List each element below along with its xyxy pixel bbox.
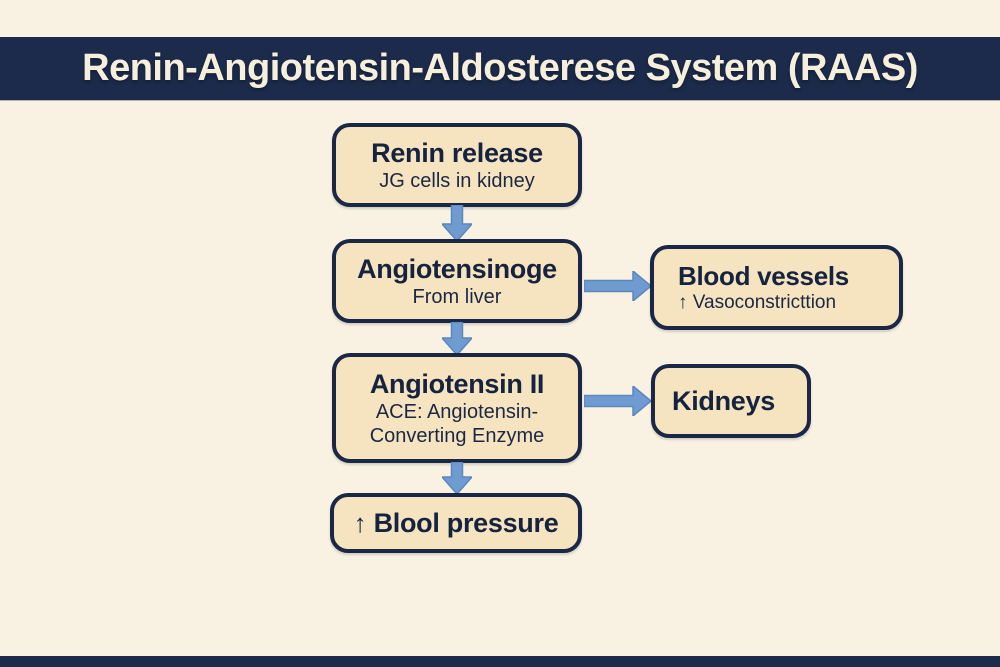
footer-bar bbox=[0, 656, 1000, 667]
page-title: Renin-Angiotensin-Aldosterese System (RA… bbox=[82, 47, 918, 89]
arrow-down-icon bbox=[442, 462, 472, 494]
arrow-down-icon bbox=[442, 322, 472, 355]
node-title: Kidneys bbox=[672, 385, 775, 416]
node-title: Angiotensinoge bbox=[357, 253, 557, 284]
node-blood-pressure: ↑ Blool pressure bbox=[330, 493, 582, 553]
node-angiotensin-ii: Angiotensin II ACE: Angiotensin- Convert… bbox=[332, 353, 582, 463]
arrow-right-icon bbox=[584, 271, 651, 301]
node-angiotensinogen: Angiotensinoge From liver bbox=[332, 239, 582, 323]
node-subtitle: JG cells in kidney bbox=[379, 170, 535, 193]
node-blood-vessels: Blood vessels ↑ Vasoconstricttion bbox=[650, 245, 903, 330]
header-bar: Renin-Angiotensin-Aldosterese System (RA… bbox=[0, 37, 1000, 100]
node-subtitle-line1: ACE: Angiotensin- bbox=[375, 401, 539, 424]
node-title: Renin release bbox=[371, 137, 543, 168]
node-renin-release: Renin release JG cells in kidney bbox=[332, 123, 582, 207]
node-title: Blool pressure bbox=[373, 507, 559, 538]
node-subtitle: From liver bbox=[412, 286, 502, 309]
node-title: Angiotensin II bbox=[369, 368, 545, 399]
node-subtitle: ↑ Vasoconstricttion bbox=[678, 291, 837, 313]
node-subtitle-line2: Converting Enzyme bbox=[369, 425, 545, 448]
node-title: Blood vessels bbox=[678, 260, 849, 291]
arrow-right-icon bbox=[584, 386, 651, 416]
up-arrow-icon: ↑ bbox=[353, 507, 367, 538]
node-kidneys: Kidneys bbox=[651, 364, 811, 438]
arrow-down-icon bbox=[442, 205, 472, 241]
